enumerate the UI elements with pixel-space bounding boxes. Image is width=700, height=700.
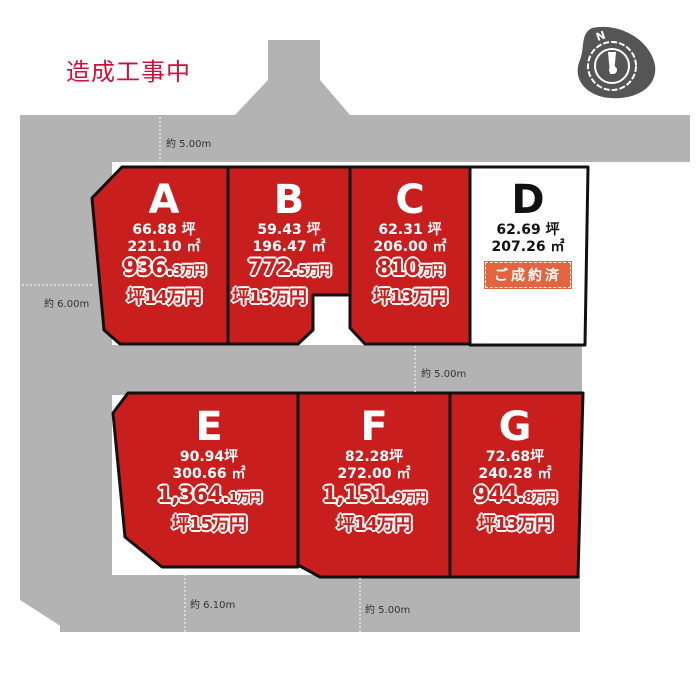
lot-b[interactable]: B 59.43 坪 196.47 ㎡ 772.5万円 坪13万円 [228,178,350,311]
lot-tsubo: 62.69 坪 [496,222,560,238]
price-small: 3万円 [173,264,206,279]
lot-letter: C [395,177,425,223]
lot-g[interactable]: G 72.68坪 240.28 ㎡ 944.8万円 坪13万円 [450,405,580,538]
dimension-middle: 約 5.00m [421,369,467,380]
price-main: 936. [122,256,174,281]
lot-tsubo: 82.28坪 [344,449,404,465]
lot-letter: A [148,177,180,223]
price-main: 810 [376,256,421,281]
lot-price: 1,364.1万円 [120,483,298,512]
lot-d-shape[interactable] [468,165,590,347]
lot-tsubo: 59.43 坪 [257,222,321,238]
page-title: 造成工事中 [66,58,191,86]
lot-price: 1,151.9万円 [298,483,450,512]
lot-f-shape[interactable] [296,391,452,579]
lot-sqm: 272.00 ㎡ [337,466,411,482]
dimension-left: 約 6.00m [44,299,90,310]
lot-sqm: 300.66 ㎡ [172,466,246,482]
compass-icon: N [577,26,656,99]
lot-letter: E [195,404,223,450]
lot-c-shape[interactable] [348,165,472,346]
lot-unit-price: 坪14万円 [336,514,412,535]
lot-sqm: 206.00 ㎡ [373,239,447,255]
lot-sqm: 207.26 ㎡ [491,239,565,255]
dimension-bottom-right: 約 5.00m [365,605,411,616]
lot-unit-price: 坪13万円 [232,287,307,308]
lot-unit-price: 坪15万円 [171,514,247,535]
lot-g-shape[interactable] [448,391,585,579]
lot-price: 772.5万円 [228,256,350,285]
price-main: 1,151. [322,483,395,508]
lot-letter: D [511,177,545,223]
lot-tsubo: 66.88 坪 [132,222,196,238]
price-small: 9万円 [393,491,427,506]
lot-unit-price: 坪14万円 [126,287,202,308]
lot-price: 944.8万円 [450,483,580,512]
lot-price: 810万円 [350,256,470,285]
lot-sqm: 240.28 ㎡ [478,466,552,482]
lot-letter: B [273,177,305,223]
svg-text:N: N [594,29,607,44]
lot-letter: G [498,404,532,450]
lot-tsubo: 62.31 坪 [378,222,442,238]
lot-f[interactable]: F 82.28坪 272.00 ㎡ 1,151.9万円 坪14万円 [298,405,450,538]
price-main: 772. [247,256,299,281]
lot-c[interactable]: C 62.31 坪 206.00 ㎡ 810万円 坪13万円 [350,178,470,311]
lot-tsubo: 90.94坪 [179,449,239,465]
dimension-bottom-left: 約 6.10m [190,600,236,611]
dimension-top: 約 5.00m [166,139,212,150]
lot-sqm: 221.10 ㎡ [127,239,201,255]
lot-e[interactable]: E 90.94坪 300.66 ㎡ 1,364.1万円 坪15万円 [120,405,298,538]
roads [20,40,690,632]
lot-tsubo: 72.68坪 [485,449,545,465]
price-small: 万円 [419,264,444,279]
lot-sqm: 196.47 ㎡ [252,239,326,255]
lot-unit-price: 坪13万円 [372,287,448,308]
sold-badge: ご成約済 [484,261,572,289]
lot-a[interactable]: A 66.88 坪 221.10 ㎡ 936.3万円 坪14万円 [100,178,228,311]
price-small: 5万円 [298,264,331,279]
price-small: 1万円 [228,491,262,506]
price-main: 944. [473,483,525,508]
lot-unit-price: 坪13万円 [477,514,553,535]
lot-d[interactable]: D 62.69 坪 207.26 ㎡ ご成約済 [470,177,586,289]
lot-letter: F [360,404,388,450]
dimension-lines [22,117,416,632]
price-small: 8万円 [524,491,557,506]
lot-price: 936.3万円 [100,256,228,285]
price-main: 1,364. [157,483,230,508]
